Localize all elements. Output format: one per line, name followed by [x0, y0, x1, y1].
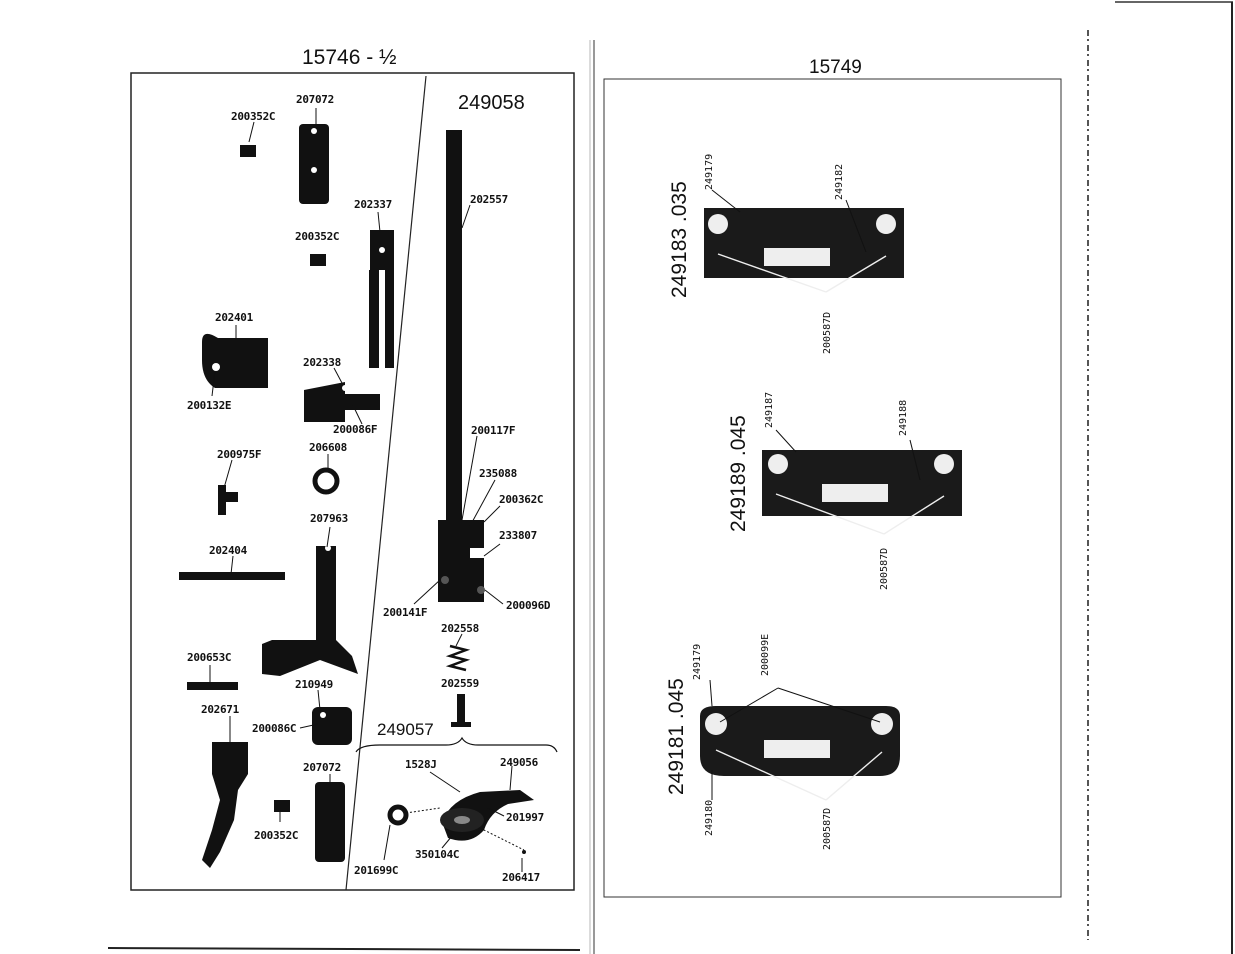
part-label: 1528J: [405, 758, 437, 771]
part-label: 202404: [209, 544, 247, 557]
bracket-subsection-title: 249057: [377, 720, 434, 739]
part-label: 200132E: [187, 399, 232, 412]
plate-number: 249183 .035: [668, 181, 691, 298]
part-label: 201699C: [354, 864, 399, 877]
plate-number: 249181 .045: [665, 678, 688, 795]
right-page-title: 15749: [809, 57, 862, 78]
part-label: 249187: [764, 391, 775, 428]
part-label: 200086F: [333, 423, 378, 436]
plate-number: 249189 .045: [727, 415, 750, 532]
part-label: 200352C: [231, 110, 276, 123]
part-label: 350104C: [415, 848, 460, 861]
left-page-title: 15746 - ½: [302, 46, 397, 69]
part-label: 233807: [499, 529, 537, 542]
part-label: 235088: [479, 467, 517, 480]
part-label: 207963: [310, 512, 348, 525]
part-label: 200099E: [760, 633, 771, 676]
part-label: 202671: [201, 703, 239, 716]
part-label: 249182: [834, 163, 845, 200]
part-label: 201997: [506, 811, 544, 824]
part-label: 200141F: [383, 606, 428, 619]
rod-subsection-title: 249058: [458, 92, 525, 114]
part-label: 249180: [704, 799, 715, 836]
part-label: 200587D: [879, 547, 890, 590]
part-label: 200117F: [471, 424, 516, 437]
part-label: 202557: [470, 193, 508, 206]
part-label: 200653C: [187, 651, 232, 664]
part-label: 202401: [215, 311, 253, 324]
part-label: 202338: [303, 356, 341, 369]
part-label: 206608: [309, 441, 347, 454]
part-label: 249188: [898, 399, 909, 436]
part-label: 200086C: [252, 722, 297, 735]
part-label: 207072: [303, 761, 341, 774]
part-label: 202337: [354, 198, 392, 211]
part-label: 210949: [295, 678, 333, 691]
part-label: 206417: [502, 871, 540, 884]
part-label: 200975F: [217, 448, 262, 461]
part-label: 207072: [296, 93, 334, 106]
part-label: 249179: [692, 643, 703, 680]
part-label: 202559: [441, 677, 479, 690]
part-label: 202558: [441, 622, 479, 635]
part-label: 200587D: [822, 807, 833, 850]
part-label: 200352C: [254, 829, 299, 842]
part-label: 200362C: [499, 493, 544, 506]
part-label: 249179: [704, 153, 715, 190]
part-label: 200352C: [295, 230, 340, 243]
part-label: 200096D: [506, 599, 551, 612]
part-label: 200587D: [822, 311, 833, 354]
part-label: 249056: [500, 756, 538, 769]
